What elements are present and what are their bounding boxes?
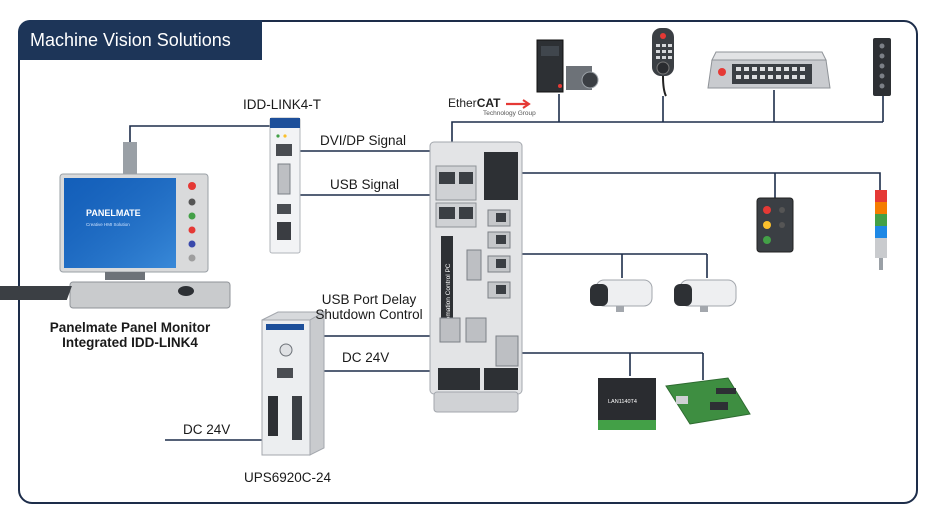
tower-light-line xyxy=(520,172,881,190)
handheld-pendant xyxy=(652,28,674,97)
dvi-signal-label: DVI/DP Signal xyxy=(320,133,407,148)
diagram-frame xyxy=(18,20,918,504)
camera-2 xyxy=(674,279,737,312)
ethercat-subtitle: Technology Group xyxy=(483,110,536,117)
servo-motor xyxy=(581,71,599,89)
servo-drive xyxy=(536,39,599,93)
ups-label: UPS6920C-24 xyxy=(244,470,332,485)
usb-signal-label: USB Signal xyxy=(330,177,400,192)
io-block xyxy=(873,38,891,96)
panel-monitor-caption: Panelmate Panel Monitor Integrated IDD-L… xyxy=(30,320,230,350)
mouse xyxy=(178,286,194,296)
usb-port-delay-label: USB Port Delay Shutdown Control xyxy=(309,292,429,322)
ups-device xyxy=(261,311,326,456)
connection-lines xyxy=(129,90,884,441)
tower-light xyxy=(875,190,887,270)
dc24v-middle-label: DC 24V xyxy=(342,350,390,365)
motion-control-board xyxy=(665,377,751,425)
ethercat-bus-line xyxy=(451,121,883,146)
monitor-brand: PANELMATE xyxy=(86,208,141,218)
panel-monitor-caption-line1: Panelmate Panel Monitor xyxy=(49,320,211,335)
camera-1 xyxy=(590,279,653,312)
operator-keypad-panel xyxy=(707,51,831,89)
usb-port-delay-line2: Shutdown Control xyxy=(315,307,423,322)
traffic-light-box xyxy=(756,197,794,253)
controller-label: Automation Control PC xyxy=(445,263,452,330)
ethercat-logo: EtherCAT xyxy=(448,96,501,110)
lan-io-module: LAN1140T4 xyxy=(598,378,656,430)
lan-module-label: LAN1140T4 xyxy=(608,399,637,405)
idd-link4-device xyxy=(269,117,301,254)
monitor-stand-arm xyxy=(123,142,137,176)
usb-port-delay-line1: USB Port Delay xyxy=(321,292,417,307)
panel-monitor: PANELMATE Creative HMI Solution xyxy=(0,142,231,309)
panel-monitor-caption-line2: Integrated IDD-LINK4 xyxy=(62,335,198,350)
monitor-tagline: Creative HMI Solution xyxy=(86,222,130,227)
keyboard xyxy=(0,286,72,300)
emergency-button xyxy=(188,182,196,190)
monitor-link-line xyxy=(129,125,276,142)
idd-link-label: IDD-LINK4-T xyxy=(243,97,322,112)
dc24v-left-label: DC 24V xyxy=(183,422,231,437)
automation-controller: Automation Control PC xyxy=(429,141,523,413)
diagram-title: Machine Vision Solutions xyxy=(18,20,262,60)
